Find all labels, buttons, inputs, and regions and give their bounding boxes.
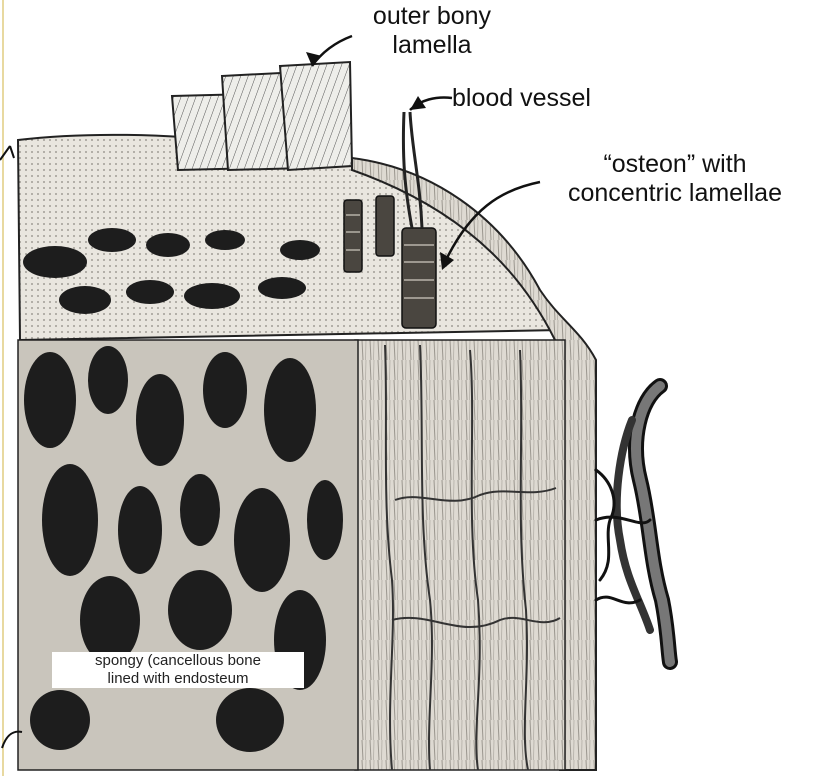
blood-vessel-label: blood vessel xyxy=(452,84,652,113)
outer-lamella-plates xyxy=(172,62,352,170)
external-vessels xyxy=(596,386,670,662)
outer-bony-lamella-label: outer bony lamella xyxy=(322,2,542,60)
spongy-bone-label: spongy (cancellous bone lined with endos… xyxy=(52,652,304,688)
osteon-label: “osteon” with concentric lamellae xyxy=(520,150,830,208)
